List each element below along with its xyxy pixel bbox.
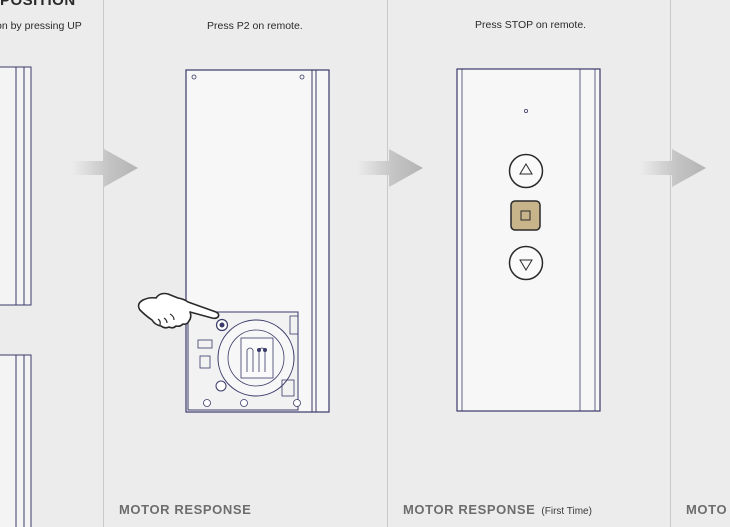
motor-response-text: MOTOR RESPONSE (403, 502, 536, 517)
section-title: POSITION (0, 0, 76, 9)
next-step-arrow-icon (357, 149, 423, 187)
up-button[interactable] (508, 153, 544, 189)
motor-head-illustration (185, 69, 330, 413)
pointing-hand-icon (137, 292, 220, 329)
step-instruction: Press STOP on remote. (475, 19, 587, 31)
down-button[interactable] (508, 245, 544, 281)
next-step-arrow-icon (640, 149, 706, 187)
step-instruction: on by pressing UP (0, 20, 82, 32)
next-step-arrow-icon (72, 149, 138, 187)
panel-divider (670, 0, 671, 527)
p2-button[interactable] (215, 318, 229, 332)
stop-button[interactable] (510, 200, 542, 232)
device-illustration (0, 66, 32, 527)
panel-divider (387, 0, 388, 527)
step-panel-3: Press STOP on remote. MOTOR RESPONSE (Fir… (388, 0, 670, 527)
step-panel-2: Press P2 on remote. MOTOR RESPONSE (104, 0, 387, 527)
motor-response-label: MOTOR RESPONSE (First Time) (403, 502, 592, 517)
step-instruction: Press P2 on remote. (207, 20, 303, 32)
remote-control-illustration (456, 68, 601, 412)
step-panel-1: POSITION on by pressing UP (0, 0, 103, 527)
motor-response-label: MOTO (686, 502, 728, 517)
response-note: (First Time) (541, 506, 592, 517)
step-panel-4: MOTO (671, 0, 730, 527)
panel-divider (103, 0, 104, 527)
motor-response-label: MOTOR RESPONSE (119, 502, 252, 517)
